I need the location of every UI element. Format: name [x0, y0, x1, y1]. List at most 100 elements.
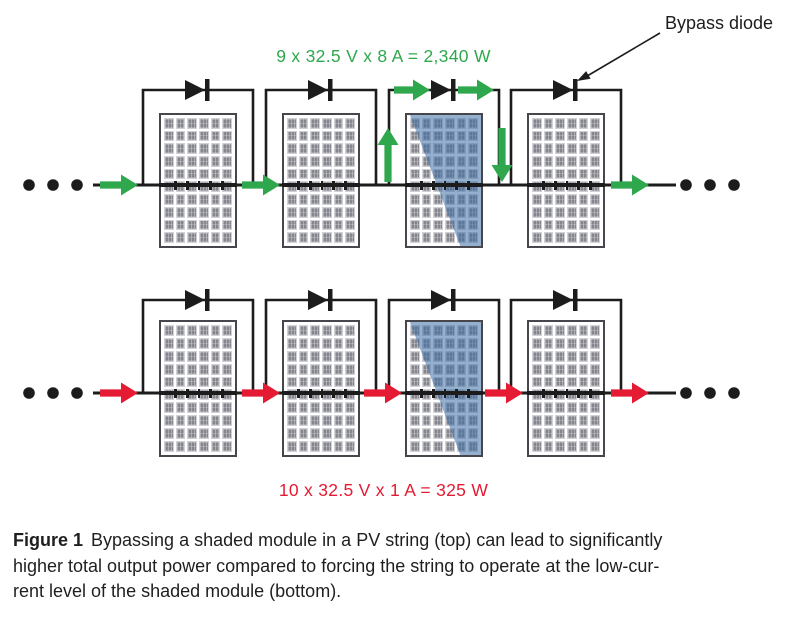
- cell-connector-tick: [221, 180, 224, 190]
- pv-cell: [567, 415, 577, 427]
- pv-cell: [532, 337, 542, 349]
- pv-cell: [567, 402, 577, 414]
- pv-cell: [298, 337, 309, 349]
- pv-cell: [310, 363, 320, 375]
- pv-cell: [543, 402, 554, 414]
- pv-cell: [555, 325, 565, 336]
- pv-cell: [287, 194, 297, 205]
- pv-cell: [199, 143, 209, 155]
- pv-cell: [590, 130, 600, 142]
- pv-cell: [164, 206, 174, 218]
- pv-cell: [199, 130, 209, 142]
- pv-cell: [590, 206, 600, 218]
- pv-cell: [222, 232, 232, 243]
- cell-connector-tick: [209, 388, 212, 398]
- pv-cell: [175, 428, 186, 440]
- cell-connector-tick: [420, 180, 423, 190]
- top-current-flow-arrow: [394, 79, 430, 101]
- pv-cell: [543, 194, 554, 205]
- pv-cell: [187, 441, 197, 452]
- pv-cell: [187, 130, 197, 142]
- pv-cell: [543, 219, 554, 231]
- pv-cell: [199, 219, 209, 231]
- pv-cell: [433, 219, 443, 231]
- pv-cell: [345, 206, 355, 218]
- pv-cell: [590, 168, 600, 180]
- pv-cell: [187, 402, 197, 414]
- pv-cell: [164, 168, 174, 180]
- cell-connector-tick: [455, 388, 458, 398]
- pv-cell: [333, 402, 344, 414]
- pv-cell: [410, 168, 420, 180]
- pv-cell: [322, 206, 332, 218]
- top-current-flow-arrow: [491, 128, 513, 182]
- pv-cell: [410, 441, 420, 452]
- pv-cell: [187, 219, 197, 231]
- pv-cell: [298, 232, 309, 243]
- bypass-diode-label: Bypass diode: [665, 13, 774, 33]
- pv-cell: [567, 376, 577, 388]
- pv-cell: [543, 325, 554, 336]
- pv-cell: [578, 376, 589, 388]
- pv-cell: [543, 350, 554, 362]
- pv-cell: [287, 428, 297, 440]
- pv-cell: [578, 118, 589, 129]
- pv-cell: [567, 118, 577, 129]
- pv-cell: [532, 194, 542, 205]
- pv-cell: [298, 325, 309, 336]
- pv-cell: [567, 168, 577, 180]
- pv-cell: [164, 156, 174, 167]
- pv-cell: [445, 232, 455, 243]
- pv-cell: [543, 376, 554, 388]
- bottom-current-flow-arrow: [485, 382, 523, 404]
- cell-connector-tick: [577, 180, 580, 190]
- pv-cell: [590, 376, 600, 388]
- pv-cell: [578, 428, 589, 440]
- pv-cell: [164, 428, 174, 440]
- pv-cell: [532, 363, 542, 375]
- pv-cell: [222, 428, 232, 440]
- bottom-string-power-formula: 10 x 32.5 V x 1 A = 325 W: [278, 480, 489, 500]
- pv-cell: [199, 194, 209, 205]
- pv-cell: [187, 325, 197, 336]
- pv-cell: [410, 363, 420, 375]
- pv-cell: [333, 337, 344, 349]
- pv-cell: [222, 376, 232, 388]
- cell-connector-tick: [344, 180, 347, 190]
- pv-cell: [287, 363, 297, 375]
- pv-cell: [590, 415, 600, 427]
- pv-cell: [578, 232, 589, 243]
- bottom-current-flow-arrow: [611, 382, 649, 404]
- pv-cell: [164, 181, 174, 193]
- pv-cell: [532, 441, 542, 452]
- pv-cell: [199, 415, 209, 427]
- pv-cell: [210, 118, 221, 129]
- pv-cell: [322, 428, 332, 440]
- pv-cell: [287, 402, 297, 414]
- pv-cell: [287, 181, 297, 193]
- pv-cell: [578, 363, 589, 375]
- top-continuation-dot: [47, 179, 59, 191]
- pv-cell: [590, 143, 600, 155]
- pv-cell: [421, 232, 432, 243]
- pv-cell-grid: [532, 325, 600, 452]
- pv-cell: [287, 206, 297, 218]
- pv-cell: [567, 194, 577, 205]
- pv-cell: [222, 325, 232, 336]
- top-bypass-diode-cathode-bar: [205, 79, 210, 101]
- pv-cell: [175, 143, 186, 155]
- pv-cell: [187, 118, 197, 129]
- pv-cell: [421, 415, 432, 427]
- pv-cell: [322, 194, 332, 205]
- pv-cell: [187, 376, 197, 388]
- pv-cell: [210, 168, 221, 180]
- pv-cell: [322, 363, 332, 375]
- bottom-current-flow-arrow: [100, 382, 138, 404]
- pv-cell: [421, 441, 432, 452]
- pv-cell: [298, 402, 309, 414]
- pv-cell: [175, 325, 186, 336]
- pv-cell: [210, 363, 221, 375]
- pv-cell: [555, 363, 565, 375]
